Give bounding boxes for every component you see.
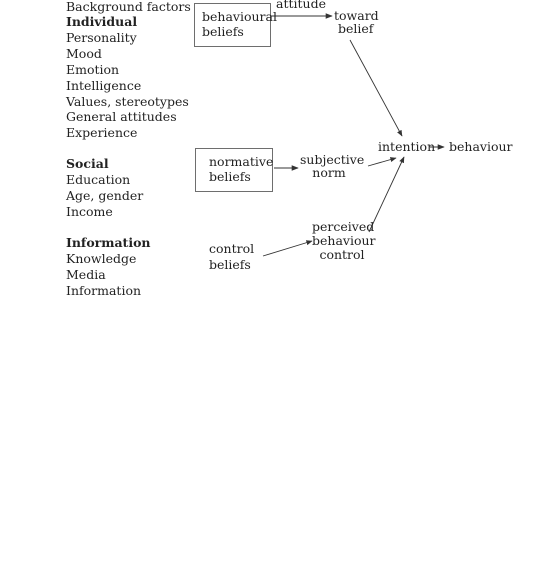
- normative-beliefs-box: normative beliefs: [195, 148, 273, 192]
- perceived-control-line: perceived: [312, 219, 375, 234]
- background-factors-header: Background factors: [66, 0, 191, 14]
- factor-item: Income: [66, 204, 113, 219]
- information-heading: Information: [66, 235, 151, 250]
- perceived-control-line: behaviour: [312, 233, 376, 248]
- behavioural-beliefs-line: beliefs: [202, 24, 244, 39]
- factor-item: Mood: [66, 46, 102, 61]
- factor-item: Information: [66, 283, 142, 298]
- behaviour-label: behaviour: [449, 139, 513, 154]
- attitude-label: attitude: [276, 0, 326, 11]
- toward-belief-line: toward: [334, 8, 379, 23]
- subjective-norm-label: subjective norm: [300, 152, 365, 180]
- factor-item: Experience: [66, 125, 138, 140]
- factor-item: Emotion: [66, 62, 120, 77]
- perceived-behaviour-control-label: perceived behaviour control: [312, 219, 376, 262]
- individual-heading: Individual: [66, 14, 138, 29]
- factor-item: Knowledge: [66, 251, 137, 266]
- control-beliefs-line: control: [209, 241, 255, 256]
- normative-beliefs-line: normative: [209, 154, 274, 169]
- factor-item: Education: [66, 172, 131, 187]
- arrow-norm-to-intention: [367, 157, 397, 167]
- perceived-control-line: control: [319, 247, 365, 262]
- behavioural-beliefs-box: behavioural beliefs: [194, 3, 277, 47]
- toward-belief-line: belief: [338, 21, 374, 36]
- subjective-norm-line: norm: [312, 165, 346, 180]
- arrow-control-to-perceived: [262, 240, 313, 257]
- factor-item: Media: [66, 267, 106, 282]
- behavioural-beliefs-line: behavioural: [202, 9, 277, 24]
- arrow-attitude-to-intention: [349, 39, 403, 137]
- normative-beliefs-line: beliefs: [209, 169, 251, 184]
- factor-item: Intelligence: [66, 78, 142, 93]
- arrow-perceived-to-intention: [368, 156, 405, 233]
- toward-belief-label: toward belief: [334, 9, 379, 35]
- control-beliefs-line: beliefs: [209, 257, 251, 272]
- social-heading: Social: [66, 156, 109, 171]
- factor-item: General attitudes: [66, 109, 177, 124]
- control-beliefs-label: control beliefs: [209, 241, 254, 273]
- factor-item: Age, gender: [66, 188, 144, 203]
- factor-item: Personality: [66, 30, 137, 45]
- intention-label: intention: [378, 139, 436, 154]
- subjective-norm-line: subjective: [300, 152, 365, 167]
- factor-item: Values, stereotypes: [66, 94, 189, 109]
